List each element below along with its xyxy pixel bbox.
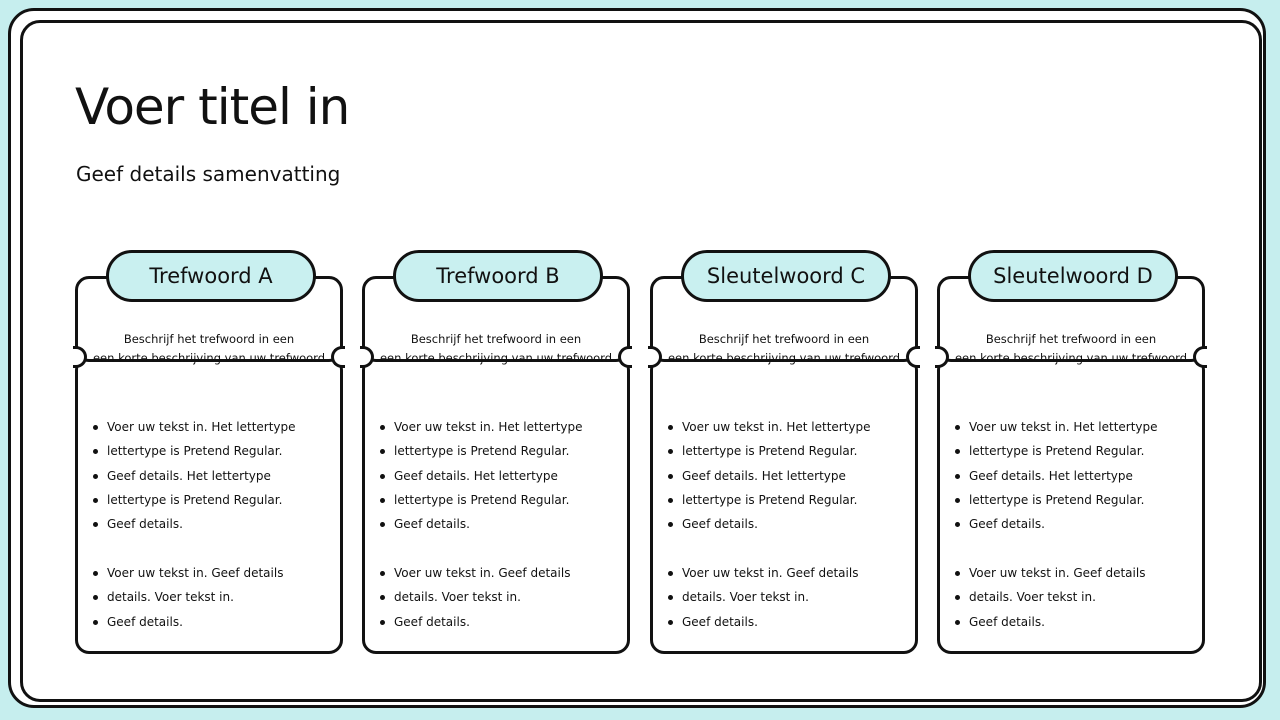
list-item: Geef details. Het lettertype — [91, 464, 296, 488]
bullet-list-2: Voer uw tekst in. Geef details details. … — [953, 561, 1145, 634]
list-item: details. Voer tekst in. — [953, 585, 1145, 609]
list-item: Geef details. — [91, 512, 296, 536]
list-item: Voer uw tekst in. Het lettertype — [378, 415, 583, 439]
keyword-pill: Trefwoord A — [106, 250, 316, 302]
list-item: lettertype is Pretend Regular. — [666, 488, 871, 512]
bullet-list-1: Voer uw tekst in. Het lettertype lettert… — [953, 415, 1158, 536]
list-item: Voer uw tekst in. Het lettertype — [953, 415, 1158, 439]
list-item: details. Voer tekst in. — [666, 585, 858, 609]
bullet-list-2: Voer uw tekst in. Geef details details. … — [378, 561, 570, 634]
list-item: lettertype is Pretend Regular. — [378, 439, 583, 463]
keyword-card-c: Sleutelwoord C Beschrijf het trefwoord i… — [648, 250, 920, 654]
keyword-card-d: Sleutelwoord D Beschrijf het trefwoord i… — [935, 250, 1207, 654]
list-item: Voer uw tekst in. Geef details — [91, 561, 283, 585]
list-item: Voer uw tekst in. Geef details — [953, 561, 1145, 585]
list-item: details. Voer tekst in. — [91, 585, 283, 609]
keyword-description-line-1: Beschrijf het trefwoord in een — [698, 332, 870, 346]
keyword-description-line-2: een korte beschrijving van uw trefwoord — [954, 351, 1188, 365]
list-item: lettertype is Pretend Regular. — [953, 488, 1158, 512]
card-notch-left — [360, 346, 374, 368]
list-item: lettertype is Pretend Regular. — [91, 439, 296, 463]
keyword-description: Beschrijf het trefwoord in een een korte… — [650, 330, 918, 368]
list-item: Geef details. — [666, 512, 871, 536]
list-item: Voer uw tekst in. Geef details — [378, 561, 570, 585]
list-item: lettertype is Pretend Regular. — [91, 488, 296, 512]
card-body-frame — [362, 356, 630, 654]
list-item: Geef details. — [378, 512, 583, 536]
card-notch-right — [1193, 346, 1207, 368]
keyword-pill: Trefwoord B — [393, 250, 603, 302]
keyword-pill: Sleutelwoord D — [968, 250, 1178, 302]
slide-title: Voer titel in — [75, 78, 350, 136]
keyword-description-line-1: Beschrijf het trefwoord in een — [123, 332, 295, 346]
bullet-list-1: Voer uw tekst in. Het lettertype lettert… — [378, 415, 583, 536]
keyword-card-a: Trefwoord A Beschrijf het trefwoord in e… — [73, 250, 345, 654]
list-item: details. Voer tekst in. — [378, 585, 570, 609]
keyword-description: Beschrijf het trefwoord in een een korte… — [75, 330, 343, 368]
keyword-description-line-2: een korte beschrijving van uw trefwoord — [379, 351, 613, 365]
list-item: Geef details. — [666, 610, 858, 634]
list-item: Geef details. Het lettertype — [666, 464, 871, 488]
card-notch-right — [906, 346, 920, 368]
card-notch-right — [331, 346, 345, 368]
keyword-card-b: Trefwoord B Beschrijf het trefwoord in e… — [360, 250, 632, 654]
slide-subtitle: Geef details samenvatting — [76, 162, 341, 186]
keyword-description-line-2: een korte beschrijving van uw trefwoord — [92, 351, 326, 365]
card-body-frame — [650, 356, 918, 654]
keyword-description-line-2: een korte beschrijving van uw trefwoord — [667, 351, 901, 365]
list-item: Geef details. Het lettertype — [378, 464, 583, 488]
bullet-list-2: Voer uw tekst in. Geef details details. … — [91, 561, 283, 634]
list-item: Voer uw tekst in. Het lettertype — [666, 415, 871, 439]
list-item: Voer uw tekst in. Het lettertype — [91, 415, 296, 439]
keyword-description: Beschrijf het trefwoord in een een korte… — [937, 330, 1205, 368]
bullet-list-1: Voer uw tekst in. Het lettertype lettert… — [91, 415, 296, 536]
card-body-frame — [75, 356, 343, 654]
list-item: lettertype is Pretend Regular. — [378, 488, 583, 512]
bullet-list-1: Voer uw tekst in. Het lettertype lettert… — [666, 415, 871, 536]
list-item: Geef details. Het lettertype — [953, 464, 1158, 488]
list-item: Geef details. — [953, 610, 1145, 634]
list-item: Geef details. — [91, 610, 283, 634]
keyword-description: Beschrijf het trefwoord in een een korte… — [362, 330, 630, 368]
keyword-description-line-1: Beschrijf het trefwoord in een — [985, 332, 1157, 346]
card-notch-right — [618, 346, 632, 368]
list-item: Geef details. — [953, 512, 1158, 536]
bullet-list-2: Voer uw tekst in. Geef details details. … — [666, 561, 858, 634]
keyword-pill: Sleutelwoord C — [681, 250, 891, 302]
list-item: lettertype is Pretend Regular. — [666, 439, 871, 463]
keyword-description-line-1: Beschrijf het trefwoord in een — [410, 332, 582, 346]
list-item: Geef details. — [378, 610, 570, 634]
list-item: lettertype is Pretend Regular. — [953, 439, 1158, 463]
card-notch-left — [935, 346, 949, 368]
card-notch-left — [73, 346, 87, 368]
card-body-frame — [937, 356, 1205, 654]
list-item: Voer uw tekst in. Geef details — [666, 561, 858, 585]
card-notch-left — [648, 346, 662, 368]
